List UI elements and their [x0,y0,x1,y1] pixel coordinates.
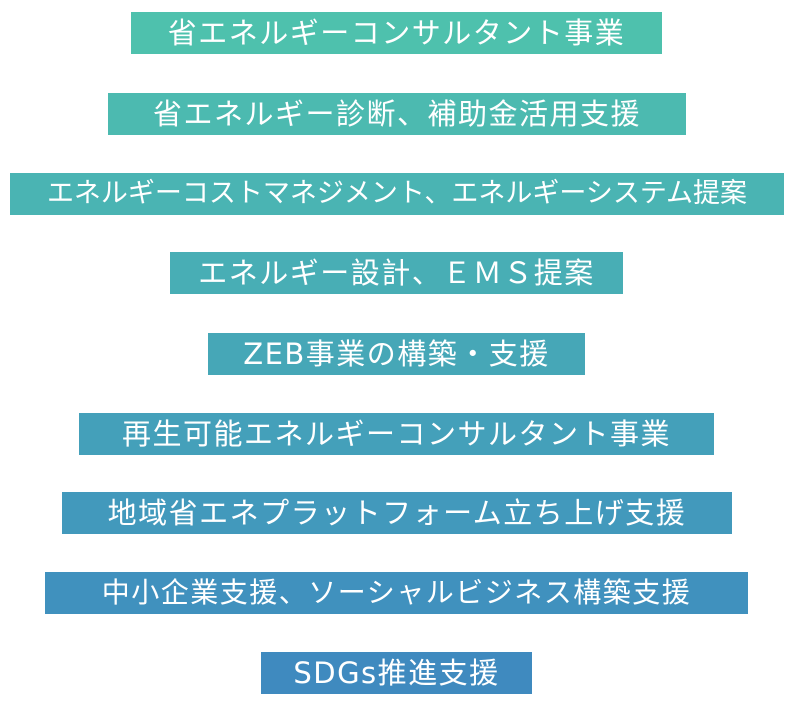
service-tag-renewable-consulting: 再生可能エネルギーコンサルタント事業 [79,413,714,455]
service-tag-zeb-support: ZEB事業の構築・支援 [208,333,585,375]
service-tag-energy-consulting: 省エネルギーコンサルタント事業 [131,12,662,54]
service-tag-energy-design-ems: エネルギー設計、ＥＭＳ提案 [170,252,623,294]
service-tag-regional-platform: 地域省エネプラットフォーム立ち上げ支援 [62,492,732,534]
service-tag-energy-cost-management: エネルギーコストマネジメント、エネルギーシステム提案 [10,173,784,215]
service-tag-energy-audit-subsidy: 省エネルギー診断、補助金活用支援 [108,93,686,135]
service-tag-sme-social-business: 中小企業支援、ソーシャルビジネス構築支援 [45,572,748,614]
service-tag-sdgs-support: SDGs推進支援 [261,652,532,694]
